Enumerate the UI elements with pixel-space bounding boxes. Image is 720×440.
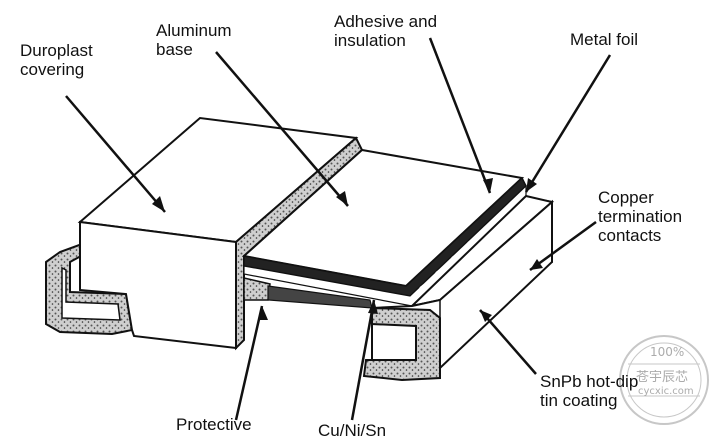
- left-termination-inner: [61, 266, 121, 321]
- label-aluminum-base: Aluminum base: [156, 21, 232, 59]
- label-metal-foil: Metal foil: [570, 30, 639, 49]
- label-protective: Protective: [176, 415, 252, 434]
- label-duroplast-covering: Duroplast covering: [20, 41, 93, 79]
- label-copper-termination-contacts: Copper termination contacts: [598, 188, 683, 245]
- bottom-contact-strip: [243, 277, 271, 301]
- watermark-site: cycxic.com: [638, 386, 694, 397]
- foil-dashes: [419, 209, 505, 289]
- watermark-percent: 100%: [650, 345, 685, 359]
- label-cu-ni-sn: Cu/Ni/Sn: [318, 421, 387, 440]
- right-termination-cap: [362, 306, 441, 382]
- watermark-seal: [619, 335, 709, 425]
- diagram: Duroplast covering Aluminum base Adhesiv…: [20, 12, 709, 440]
- label-adhesive-insulation: Adhesive and insulation: [334, 12, 438, 50]
- label-snpb-tin-coating: SnPb hot-dip tin coating: [540, 372, 639, 410]
- watermark-chinese: 苍宇辰芯: [636, 370, 689, 385]
- leader-lines: [65, 37, 612, 421]
- resistor-cross-section-drawing: [45, 37, 709, 425]
- leader-arrowheads: [152, 178, 543, 322]
